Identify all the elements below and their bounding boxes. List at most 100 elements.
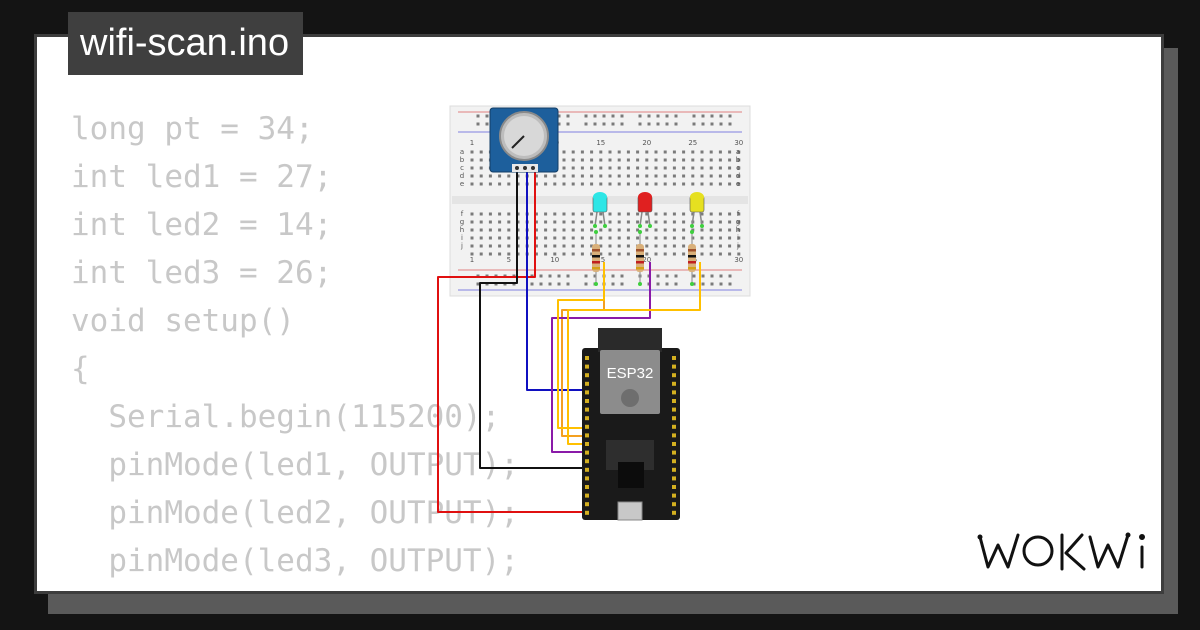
breadboard-hole <box>682 158 686 162</box>
breadboard-hole <box>599 212 603 216</box>
breadboard-hole <box>470 174 474 178</box>
breadboard-hole <box>599 150 603 154</box>
esp-pin <box>672 364 676 369</box>
breadboard-hole <box>691 158 695 162</box>
breadboard-hole <box>718 182 722 186</box>
breadboard-hole <box>470 244 474 248</box>
breadboard-hole <box>608 166 612 170</box>
rail-hole <box>593 122 597 126</box>
breadboard-hole <box>691 212 695 216</box>
breadboard-hole <box>672 158 676 162</box>
breadboard-hole <box>479 182 483 186</box>
breadboard-hole <box>562 244 566 248</box>
breadboard-hole <box>654 182 658 186</box>
breadboard-hole <box>663 244 667 248</box>
esp-pin <box>672 356 676 360</box>
breadboard-hole <box>562 228 566 232</box>
breadboard-hole <box>617 212 621 216</box>
breadboard-hole <box>608 150 612 154</box>
breadboard-hole <box>737 174 741 178</box>
resistor <box>592 230 600 286</box>
breadboard-hole <box>608 220 612 224</box>
code-line: Serial.begin(115200); <box>71 399 501 435</box>
esp-pin <box>585 450 589 455</box>
rail-hole <box>719 114 723 118</box>
row-letter: f <box>737 210 740 218</box>
rail-hole <box>665 122 669 126</box>
breadboard-hole <box>571 174 575 178</box>
column-number: 5 <box>507 256 511 264</box>
row-letter: e <box>736 180 740 188</box>
breadboard-hole <box>672 174 676 178</box>
breadboard-hole <box>498 220 502 224</box>
breadboard-hole <box>590 182 594 186</box>
row-letter: c <box>736 164 740 172</box>
breadboard-hole <box>700 252 704 256</box>
breadboard-hole <box>645 150 649 154</box>
breadboard-hole <box>691 166 695 170</box>
breadboard-hole <box>553 182 557 186</box>
breadboard-hole <box>562 182 566 186</box>
breadboard-hole <box>470 228 474 232</box>
breadboard-hole <box>737 182 741 186</box>
esp-pin <box>672 433 676 438</box>
column-number: 20 <box>642 256 651 264</box>
breadboard-hole <box>617 174 621 178</box>
breadboard-hole <box>498 236 502 240</box>
breadboard-hole <box>534 228 538 232</box>
breadboard-hole <box>636 220 640 224</box>
breadboard-hole <box>534 252 538 256</box>
breadboard-hole <box>507 252 511 256</box>
breadboard-hole <box>682 228 686 232</box>
breadboard-hole <box>728 150 732 154</box>
breadboard-hole <box>737 252 741 256</box>
rail-hole <box>719 274 723 278</box>
breadboard-hole <box>709 150 713 154</box>
rail-hole <box>710 122 714 126</box>
breadboard-hole <box>488 182 492 186</box>
breadboard-hole <box>590 244 594 248</box>
rail-hole <box>584 114 588 118</box>
esp-pin <box>585 399 589 403</box>
breadboard-hole <box>580 252 584 256</box>
rail-hole <box>476 114 480 118</box>
breadboard-hole <box>571 150 575 154</box>
breadboard-hole <box>645 220 649 224</box>
breadboard-hole <box>654 252 658 256</box>
breadboard-hole <box>580 150 584 154</box>
breadboard-hole <box>534 182 538 186</box>
breadboard-hole <box>718 212 722 216</box>
rail-hole <box>701 274 705 278</box>
rail-hole <box>485 122 489 126</box>
breadboard-hole <box>682 236 686 240</box>
breadboard-hole <box>470 166 474 170</box>
esp-pin <box>585 502 589 507</box>
rail-hole <box>611 122 615 126</box>
wire-red <box>437 172 590 513</box>
row-letter: g <box>460 218 464 226</box>
breadboard-hole <box>737 228 741 232</box>
breadboard-hole <box>691 228 695 232</box>
breadboard-hole <box>498 182 502 186</box>
code-line: int led3 = 26; <box>71 255 333 291</box>
rail-hole <box>638 114 642 118</box>
breadboard-hole <box>488 228 492 232</box>
breadboard-hole <box>608 236 612 240</box>
breadboard-hole <box>507 212 511 216</box>
breadboard-hole <box>534 212 538 216</box>
breadboard-hole <box>571 158 575 162</box>
breadboard-hole <box>617 182 621 186</box>
rail-hole <box>557 122 561 126</box>
esp-pin <box>672 502 676 507</box>
code-line: void setup() <box>71 303 295 339</box>
breadboard-hole <box>691 236 695 240</box>
potentiometer <box>489 107 559 173</box>
breadboard-hole <box>479 158 483 162</box>
row-letter: h <box>460 226 464 234</box>
code-background: long pt = 34;int led1 = 27;int led2 = 14… <box>71 105 519 591</box>
breadboard-hole <box>645 228 649 232</box>
wire-black <box>479 172 590 469</box>
breadboard-hole <box>608 158 612 162</box>
esp-pin <box>672 476 676 481</box>
code-line: long pt = 34; <box>71 111 314 147</box>
